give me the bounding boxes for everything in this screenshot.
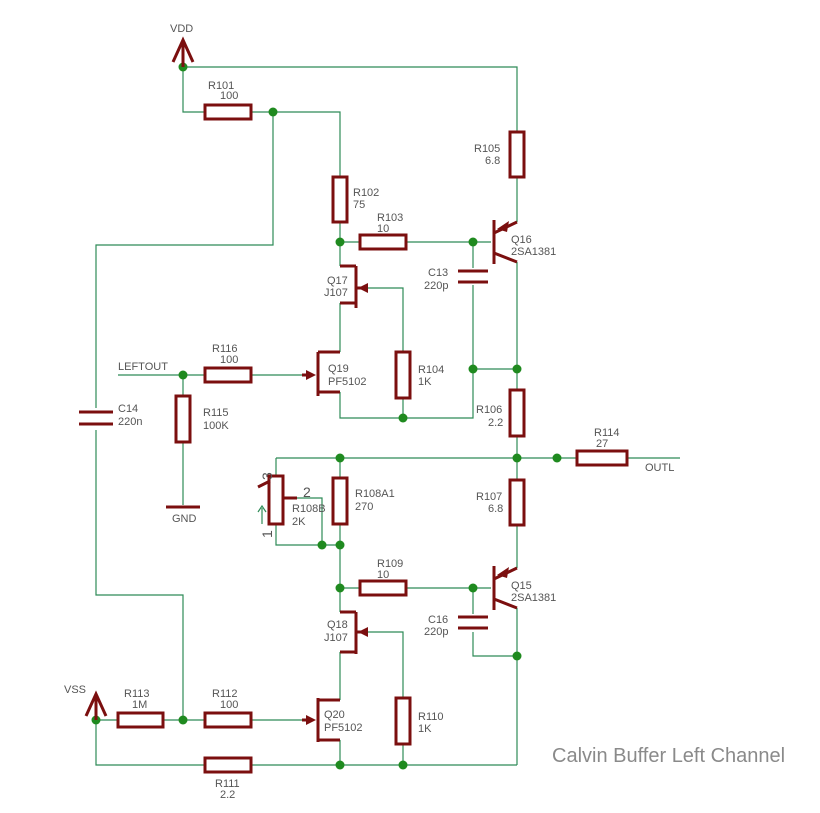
transistor-q18: Q18 J107: [324, 610, 368, 654]
c16-value: 220p: [424, 626, 448, 638]
r111-ref: R111: [215, 778, 240, 790]
junctions: [91, 62, 562, 770]
r108a1-value: 270: [355, 501, 373, 513]
capacitor-c13: C13 220p: [424, 267, 488, 292]
resistor-r109: R109 10: [358, 558, 408, 597]
r105-ref: R105: [474, 143, 500, 155]
capacitor-c16: C16 220p: [424, 614, 488, 638]
transistor-q19: Q19 PF5102: [302, 350, 367, 396]
transistor-q20: Q20 PF5102: [302, 698, 363, 742]
wires: [95, 66, 680, 766]
r109-ref: R109: [377, 558, 403, 570]
q19-value: PF5102: [328, 376, 367, 388]
resistor-r104: R104 1K: [394, 350, 444, 400]
r108b-pin-2: 2: [303, 484, 311, 500]
r116-ref: R116: [212, 343, 237, 355]
transistor-q15: Q15 2SA1381: [492, 566, 556, 610]
r104-ref: R104: [418, 364, 444, 376]
potentiometer-r108b: R108B 2K 2 3 1: [257, 472, 326, 538]
resistor-r115: R115 100K: [174, 394, 229, 444]
r108b-pin-1: 1: [259, 530, 275, 538]
r102-ref: R102: [353, 187, 379, 199]
leftout-net-label: LEFTOUT: [118, 361, 168, 373]
r108b-pin-3: 3: [259, 472, 275, 480]
resistor-r102: R102 75: [331, 175, 379, 224]
r101-value: 100: [220, 90, 238, 102]
transistor-q17: Q17 J107: [324, 264, 368, 308]
q16-ref: Q16: [511, 234, 532, 246]
r105-value: 6.8: [485, 155, 500, 167]
r103-value: 10: [377, 223, 389, 235]
q20-ref: Q20: [324, 709, 345, 721]
q20-value: PF5102: [324, 722, 363, 734]
r108b-ref: R108B: [292, 503, 326, 515]
r108a1-ref: R108A1: [355, 488, 395, 500]
r113-value: 1M: [132, 699, 147, 711]
q18-ref: Q18: [327, 619, 348, 631]
r109-value: 10: [377, 569, 389, 581]
capacitor-c14: C14 220n: [79, 403, 142, 428]
schematic-title: Calvin Buffer Left Channel: [552, 745, 785, 767]
resistor-r111: R111 2.2: [203, 756, 253, 801]
resistor-r105: R105 6.8: [474, 130, 526, 179]
r113-ref: R113: [124, 688, 149, 700]
q18-value: J107: [324, 632, 348, 644]
r107-ref: R107: [476, 491, 502, 503]
resistor-r114: R114 27: [575, 427, 629, 467]
r101-ref: R101: [208, 80, 234, 92]
r115-ref: R115: [203, 407, 228, 419]
r108b-value: 2K: [292, 516, 306, 528]
c13-ref: C13: [428, 267, 448, 279]
r107-value: 6.8: [488, 503, 503, 515]
resistor-r108a1: R108A1 270: [331, 476, 395, 526]
q17-ref: Q17: [327, 275, 348, 287]
q16-value: 2SA1381: [511, 246, 556, 258]
vss-label: VSS: [64, 684, 86, 696]
q15-ref: Q15: [511, 580, 532, 592]
resistor-r103: R103 10: [358, 212, 408, 251]
r110-value: 1K: [418, 723, 432, 735]
r112-ref: R112: [212, 688, 237, 700]
vdd-supply-symbol: VDD: [170, 23, 195, 67]
resistor-r112: R112 100: [203, 688, 253, 729]
gnd-label: GND: [172, 513, 197, 525]
c13-value: 220p: [424, 280, 448, 292]
r110-ref: R110: [418, 711, 443, 723]
r103-ref: R103: [377, 212, 403, 224]
c14-ref: C14: [118, 403, 138, 415]
r102-value: 75: [353, 199, 365, 211]
outl-net-label: OUTL: [645, 462, 674, 474]
c14-value: 220n: [118, 416, 142, 428]
r112-value: 100: [220, 699, 238, 711]
resistor-r101: R101 100: [203, 80, 253, 121]
resistor-r110: R110 1K: [394, 696, 443, 746]
r104-value: 1K: [418, 376, 432, 388]
q15-value: 2SA1381: [511, 592, 556, 604]
r106-value: 2.2: [488, 417, 503, 429]
c16-ref: C16: [428, 614, 448, 626]
resistor-r113: R113 1M: [116, 688, 165, 729]
r106-ref: R106: [476, 404, 502, 416]
vss-supply-symbol: VSS: [64, 684, 108, 720]
r114-value: 27: [596, 438, 608, 450]
resistor-r107: R107 6.8: [476, 478, 526, 527]
gnd-symbol: GND: [166, 505, 200, 525]
r114-ref: R114: [594, 427, 619, 439]
resistor-r106: R106 2.2: [476, 388, 526, 438]
q17-value: J107: [324, 287, 348, 299]
r116-value: 100: [220, 354, 238, 366]
resistor-r116: R116 100: [203, 343, 253, 384]
q19-ref: Q19: [328, 363, 349, 375]
r115-value: 100K: [203, 420, 229, 432]
vdd-label: VDD: [170, 23, 193, 35]
transistor-q16: Q16 2SA1381: [492, 220, 556, 264]
r111-value: 2.2: [220, 789, 235, 801]
